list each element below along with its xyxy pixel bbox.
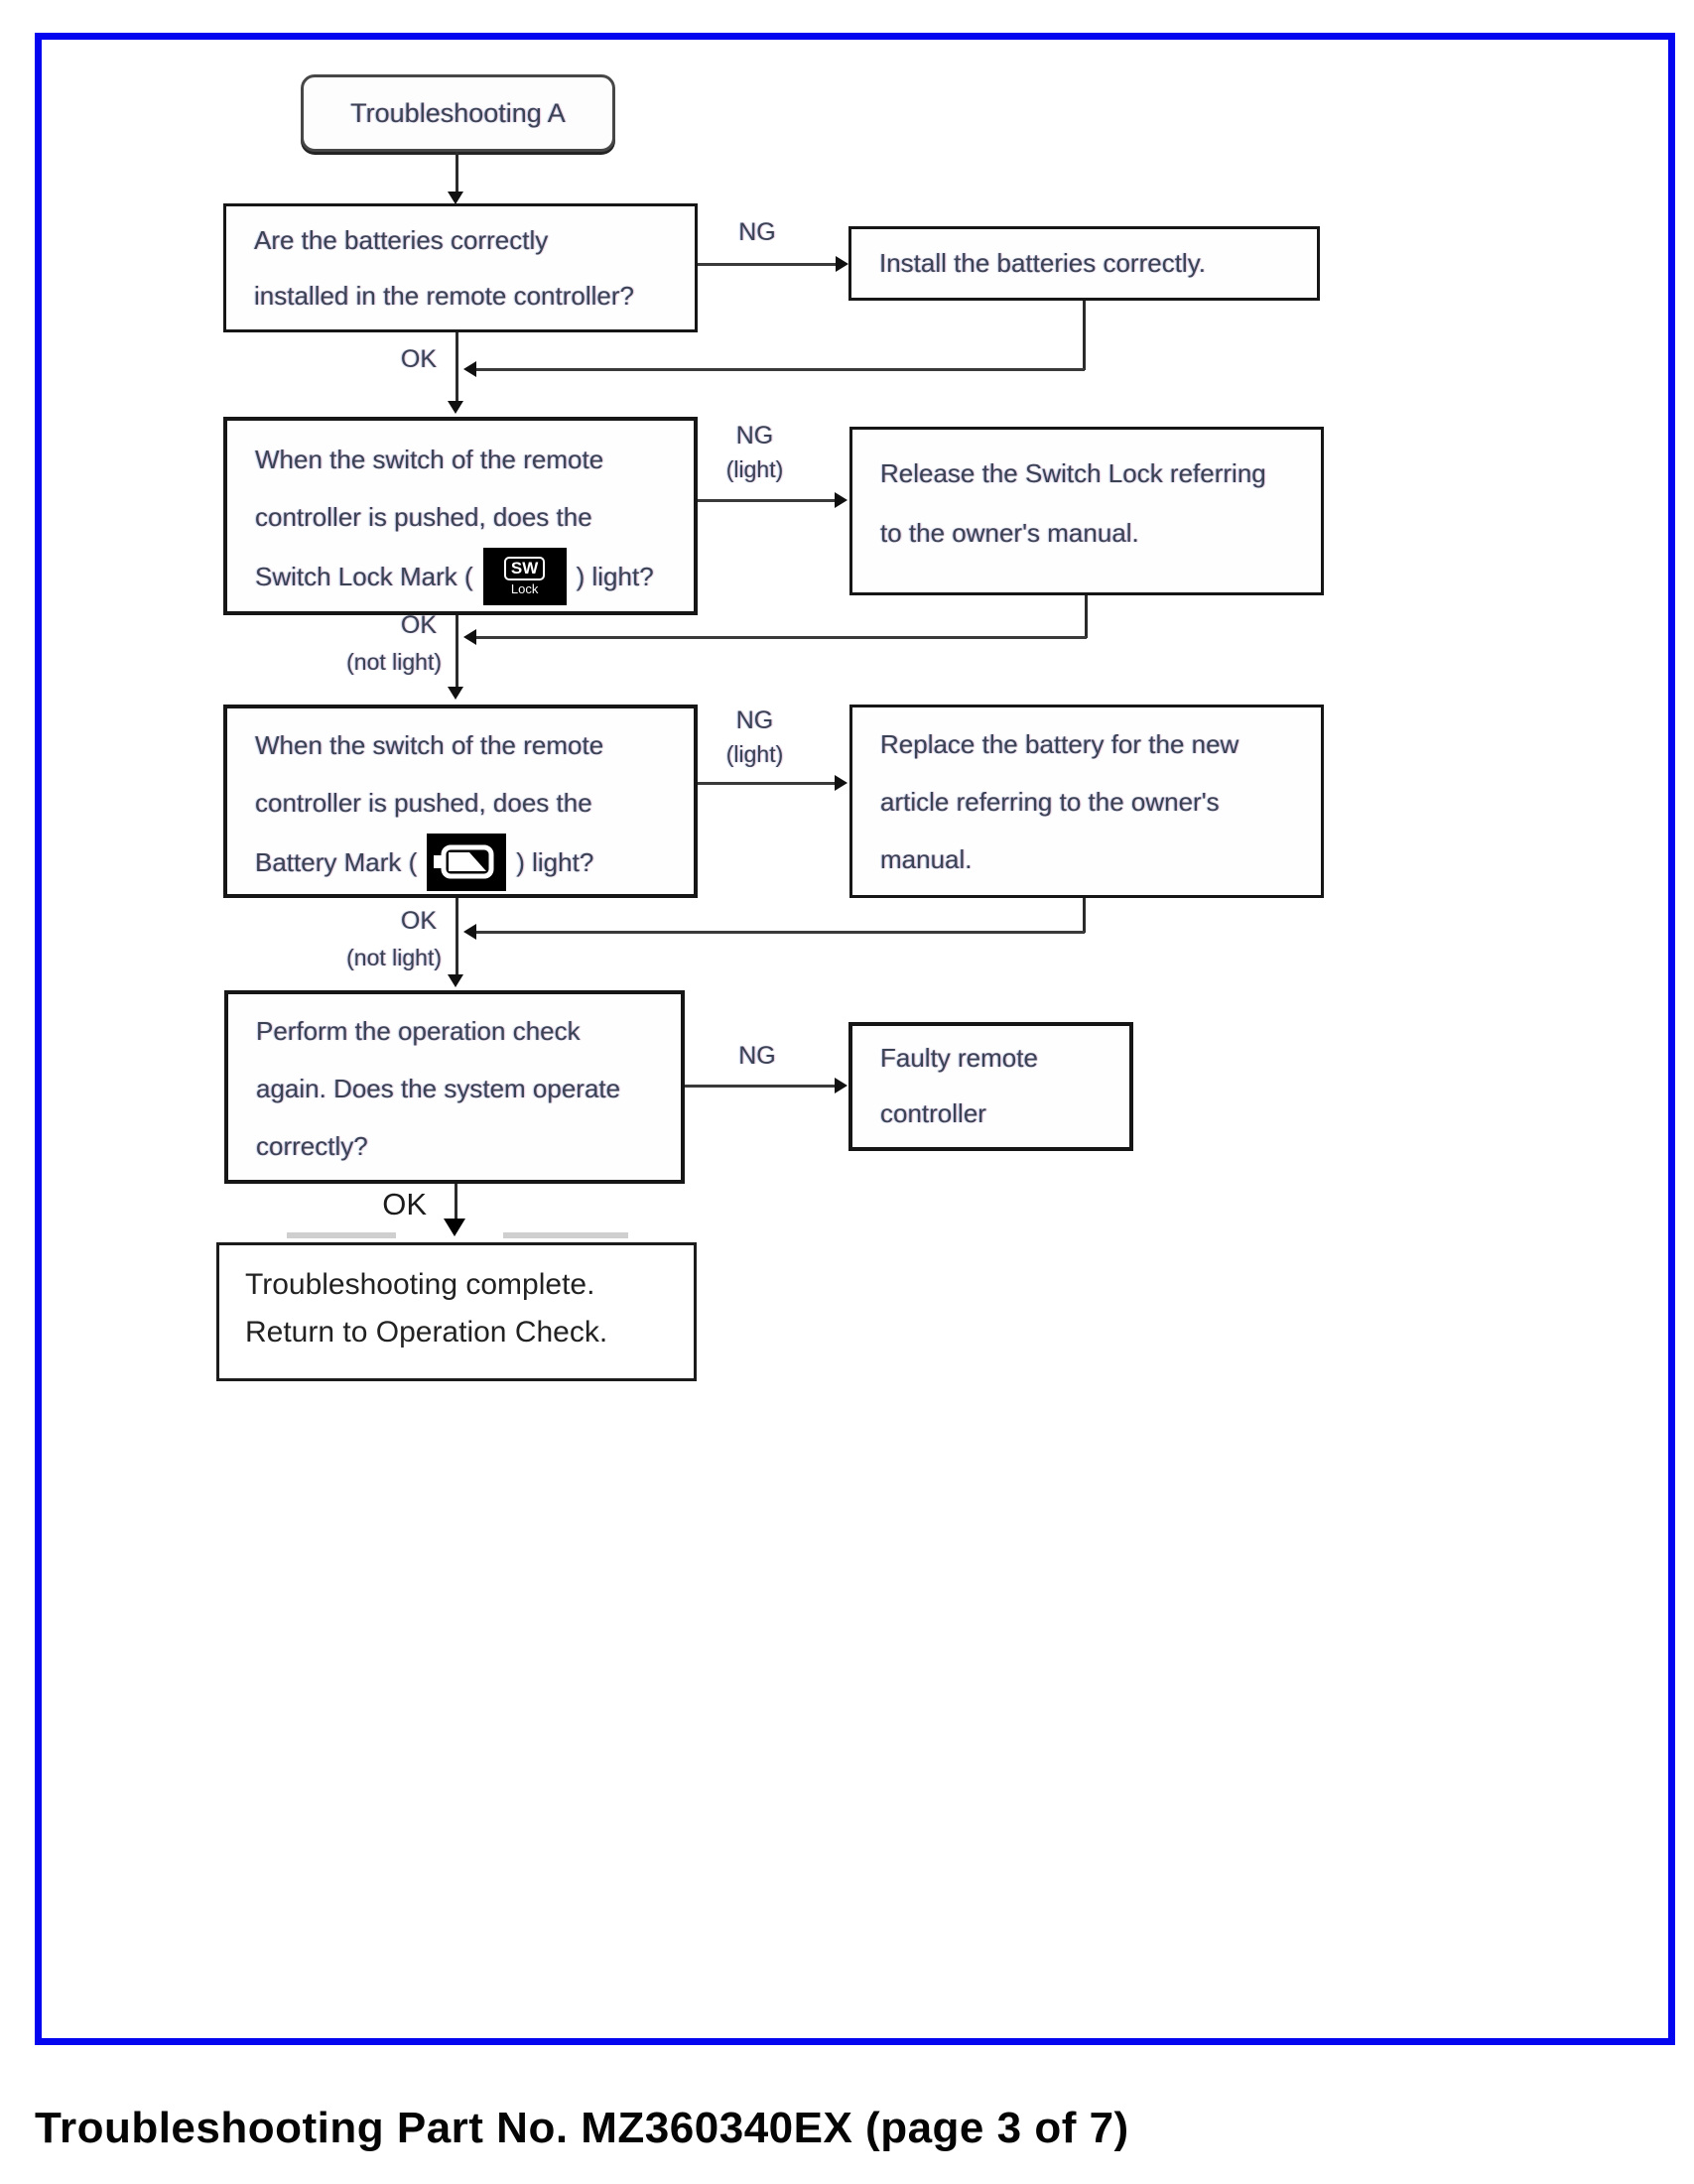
arrowhead-down-icon <box>448 192 463 204</box>
complete-box: Troubleshooting complete. Return to Oper… <box>216 1242 697 1381</box>
return-line-2-vertical <box>1085 595 1088 638</box>
ng-label-2: NG <box>735 422 774 450</box>
fix-replace-box: Replace the battery for the new article … <box>849 705 1324 898</box>
arrowhead-right-icon <box>836 256 848 272</box>
q-batteries-line1: Are the batteries correctly <box>254 224 549 255</box>
q-switch-lock-line2: controller is pushed, does the <box>255 501 592 532</box>
connector-q4-complete <box>455 1184 457 1221</box>
light-label-3: (light) <box>725 741 784 767</box>
complete-line2: Return to Operation Check. <box>245 1316 608 1349</box>
connector-q3-q4 <box>456 898 458 978</box>
fix-release-line2: to the owner's manual. <box>880 517 1139 548</box>
fix-replace-line3: manual. <box>880 843 973 874</box>
ng-arrow-3 <box>698 782 837 785</box>
complete-line1: Troubleshooting complete. <box>245 1268 595 1301</box>
q-battery-mark-box: When the switch of the remote controller… <box>223 705 698 898</box>
arrowhead-right-icon <box>835 1078 847 1093</box>
ng-arrow-2 <box>698 499 837 502</box>
ok-label-4: OK <box>382 1187 427 1221</box>
connector-start-q1 <box>456 152 458 195</box>
q-battery-mark-line3-pre: Battery Mark ( <box>255 846 418 877</box>
scan-artifact-bar-right <box>503 1232 628 1238</box>
not-light-label-2: (not light) <box>346 649 442 675</box>
ng-arrow-4 <box>685 1085 837 1088</box>
ok-label-3: OK <box>400 907 437 935</box>
not-light-label-3: (not light) <box>346 945 442 970</box>
return-line-2-horizontal <box>476 636 1087 639</box>
sw-lock-mark-icon: SW Lock <box>482 548 567 605</box>
arrowhead-down-icon <box>448 401 463 414</box>
return-line-1-vertical <box>1083 301 1086 370</box>
faulty-line2: controller <box>880 1097 986 1128</box>
connector-q2-q3 <box>456 615 458 691</box>
ng-arrow-1 <box>698 263 839 266</box>
arrowhead-down-icon <box>448 974 463 987</box>
q-switch-lock-line3-pre: Switch Lock Mark ( <box>255 561 473 591</box>
sw-lock-icon-top-text: SW <box>503 557 546 580</box>
scan-artifact-bar-left <box>287 1232 396 1238</box>
ok-label-2: OK <box>400 611 437 639</box>
q-operation-line3: correctly? <box>256 1130 368 1161</box>
fix-release-line1: Release the Switch Lock referring <box>880 457 1266 488</box>
q-switch-lock-line1: When the switch of the remote <box>255 444 604 474</box>
return-line-3-horizontal <box>476 931 1085 934</box>
arrowhead-left-icon <box>463 629 476 645</box>
q-operation-line1: Perform the operation check <box>256 1015 581 1046</box>
q-operation-line2: again. Does the system operate <box>256 1073 621 1103</box>
q-batteries-line2: installed in the remote controller? <box>254 280 634 311</box>
fix-replace-line2: article referring to the owner's <box>880 786 1220 817</box>
ng-label-3: NG <box>735 707 774 734</box>
q-batteries-box: Are the batteries correctly installed in… <box>223 203 698 332</box>
fix-install-box: Install the batteries correctly. <box>848 226 1320 301</box>
return-line-1-horizontal <box>476 368 1085 371</box>
q-switch-lock-box: When the switch of the remote controller… <box>223 417 698 615</box>
arrowhead-right-icon <box>835 492 847 508</box>
arrowhead-down-icon <box>448 687 463 700</box>
arrowhead-left-icon <box>463 361 476 377</box>
ok-label-1: OK <box>400 345 437 373</box>
start-box: Troubleshooting A <box>301 74 615 152</box>
fix-release-box: Release the Switch Lock referring to the… <box>849 427 1324 595</box>
ng-label-1: NG <box>738 218 776 246</box>
connector-q1-q2 <box>456 332 458 405</box>
arrowhead-right-icon <box>835 775 847 791</box>
faulty-line1: Faulty remote <box>880 1042 1038 1073</box>
q-battery-mark-line1: When the switch of the remote <box>255 729 604 760</box>
fix-install-line1: Install the batteries correctly. <box>879 248 1206 278</box>
start-label: Troubleshooting A <box>350 97 566 128</box>
q-switch-lock-line3: Switch Lock Mark ( SW Lock ) light? <box>227 546 694 607</box>
battery-mark-icon <box>427 834 507 891</box>
arrowhead-down-icon <box>444 1219 465 1236</box>
return-line-3-vertical <box>1083 898 1086 933</box>
ng-label-4: NG <box>738 1042 776 1070</box>
q-switch-lock-line3-post: ) light? <box>576 561 654 591</box>
q-battery-mark-line2: controller is pushed, does the <box>255 787 592 818</box>
q-battery-mark-line3-post: ) light? <box>516 846 594 877</box>
light-label-2: (light) <box>725 456 784 482</box>
sw-lock-icon-bottom-text: Lock <box>510 581 539 596</box>
arrowhead-left-icon <box>463 924 476 940</box>
fix-replace-line1: Replace the battery for the new <box>880 728 1239 759</box>
faulty-remote-box: Faulty remote controller <box>848 1022 1133 1151</box>
q-battery-mark-line3: Battery Mark ( ) light? <box>227 832 694 893</box>
q-operation-box: Perform the operation check again. Does … <box>224 990 685 1184</box>
page-caption: Troubleshooting Part No. MZ360340EX (pag… <box>35 2104 1129 2152</box>
